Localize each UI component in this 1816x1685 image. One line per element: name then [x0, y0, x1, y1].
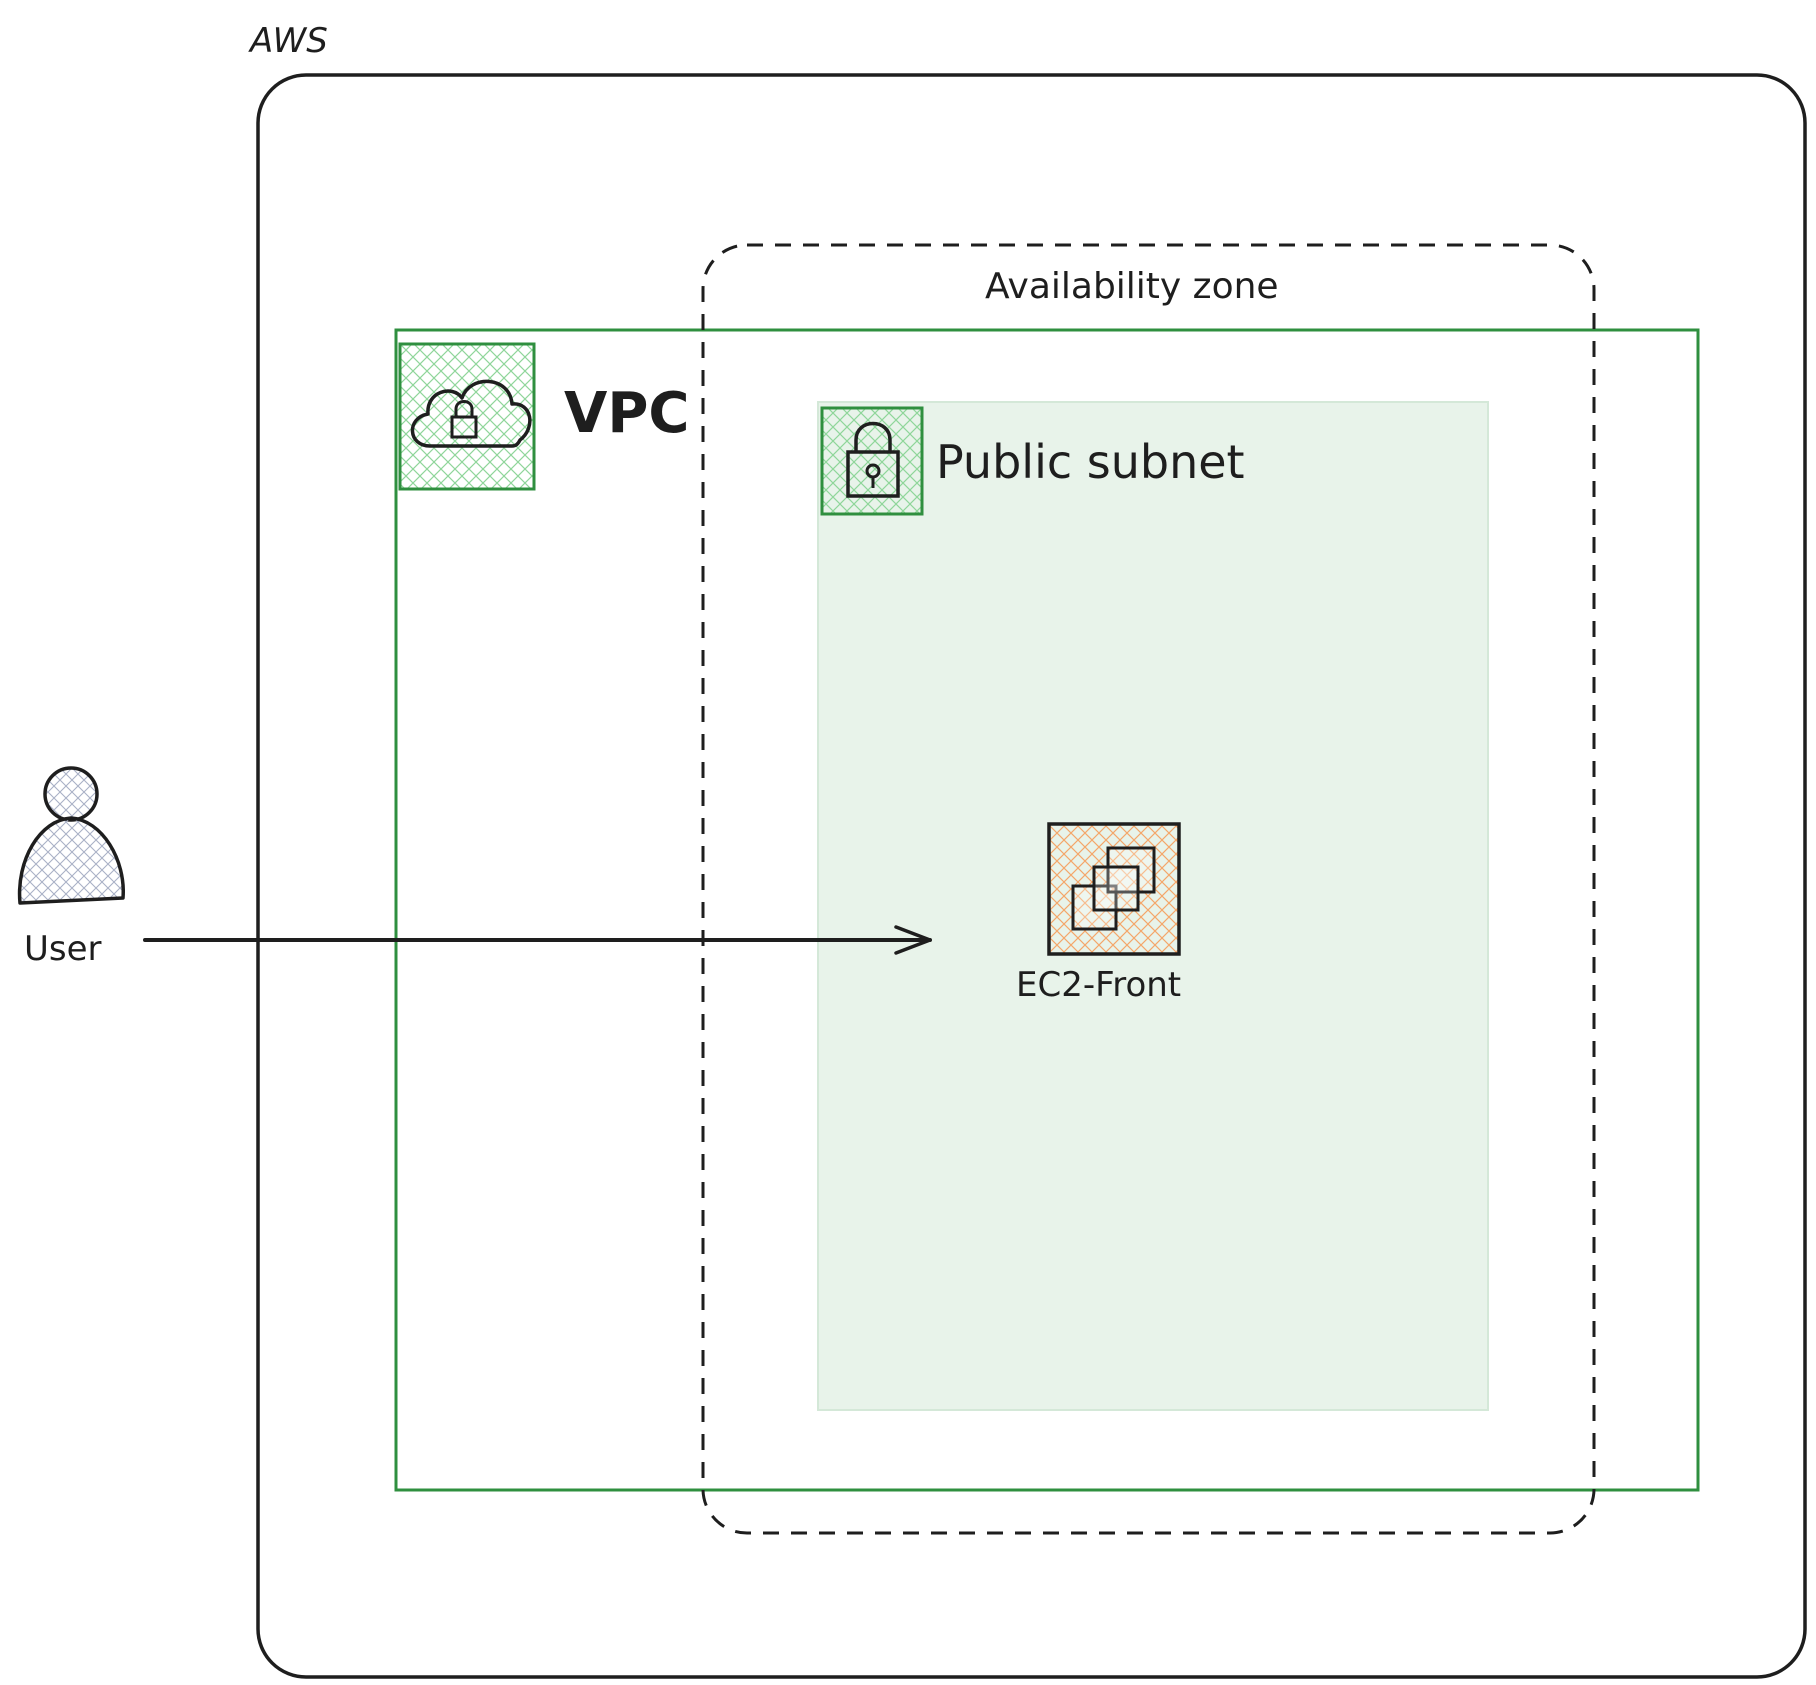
availability-zone-label: Availability zone	[985, 266, 1279, 307]
user-icon[interactable]	[17, 766, 125, 905]
user-label: User	[24, 929, 102, 969]
availability-zone-container	[701, 243, 1596, 1535]
cloud-lock-icon	[398, 342, 536, 491]
vpc-label: VPC	[564, 381, 689, 446]
ec2-instance-icon[interactable]	[1047, 822, 1181, 956]
public-subnet-label: Public subnet	[936, 435, 1245, 489]
padlock-icon	[820, 406, 924, 516]
vpc-container	[394, 328, 1700, 1492]
aws-cloud-container	[256, 73, 1807, 1679]
ec2-label: EC2-Front	[1016, 965, 1181, 1005]
aws-label: AWS	[248, 21, 328, 61]
